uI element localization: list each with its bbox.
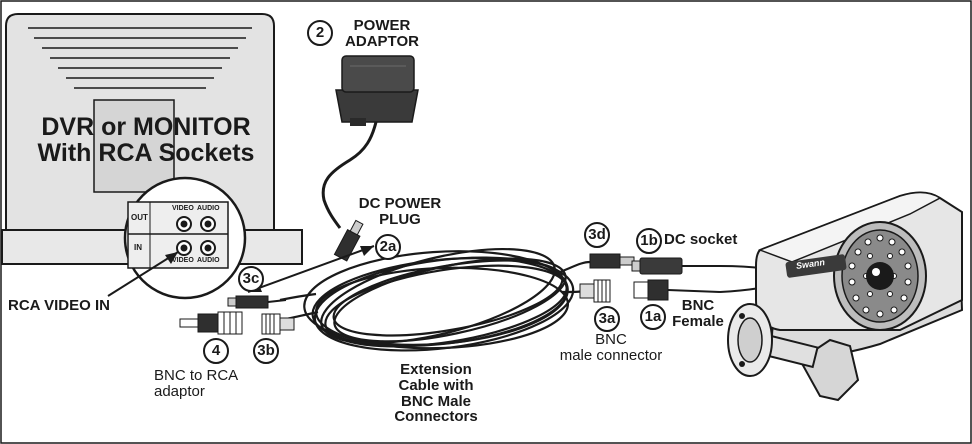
- dc-socket-label: DC socket: [664, 231, 738, 248]
- panel-out-label: OUT: [131, 213, 148, 222]
- bnc-to-rca-label: BNC to RCA adaptor: [154, 367, 239, 400]
- marker-2a: 2a: [375, 234, 401, 260]
- cable-dc-plug-3d: [589, 253, 635, 269]
- bnc-female-1a: [633, 279, 669, 301]
- marker-3b: 3b: [253, 338, 279, 364]
- cable-bnc-male-3b: [261, 313, 295, 335]
- dc-power-plug: [333, 219, 364, 262]
- marker-1b: 1b: [636, 228, 662, 254]
- bnc-male-connector-label: BNC male connector: [559, 331, 663, 364]
- panel-video-bottom-label: VIDEO: [172, 257, 194, 264]
- marker-3c: 3c: [238, 266, 264, 292]
- panel-in-label: IN: [134, 243, 142, 252]
- cable-dc-plug-3c: [227, 295, 287, 309]
- dc-power-plug-label: DC POWER PLUG: [358, 195, 442, 228]
- rca-socket-magnifier: [123, 176, 247, 300]
- bnc-female-label: BNC Female: [672, 297, 724, 330]
- marker-3a: 3a: [594, 306, 620, 332]
- monitor-inner-panel: [93, 99, 175, 193]
- extension-cable-label: Extension Cable with BNC Male Connectors: [394, 361, 478, 426]
- marker-1a: 1a: [640, 304, 666, 330]
- panel-video-top-label: VIDEO: [172, 205, 194, 212]
- panel-audio-bottom-label: AUDIO: [197, 257, 220, 264]
- monitor-vent-lines: [28, 27, 252, 89]
- rca-sockets: [176, 216, 216, 256]
- extension-cable-coil: [279, 247, 591, 352]
- camera-mount-bracket: [727, 303, 860, 402]
- power-adaptor: [321, 55, 419, 229]
- marker-4: 4: [203, 338, 229, 364]
- rca-in-pointer: [107, 251, 179, 297]
- connect-arrow: [247, 245, 375, 293]
- cable-bnc-male-3a: [579, 279, 611, 303]
- power-adaptor-label: POWER ADAPTOR: [345, 17, 419, 50]
- dc-socket-1b: [631, 257, 683, 275]
- bnc-to-rca-adaptor: [179, 311, 243, 335]
- panel-audio-top-label: AUDIO: [197, 205, 220, 212]
- marker-2: 2: [307, 20, 333, 46]
- marker-3d: 3d: [584, 222, 610, 248]
- dvr-title: DVR or MONITOR With RCA Sockets: [37, 113, 255, 168]
- rca-video-in-label: RCA VIDEO IN: [8, 297, 110, 314]
- security-camera: [755, 191, 964, 357]
